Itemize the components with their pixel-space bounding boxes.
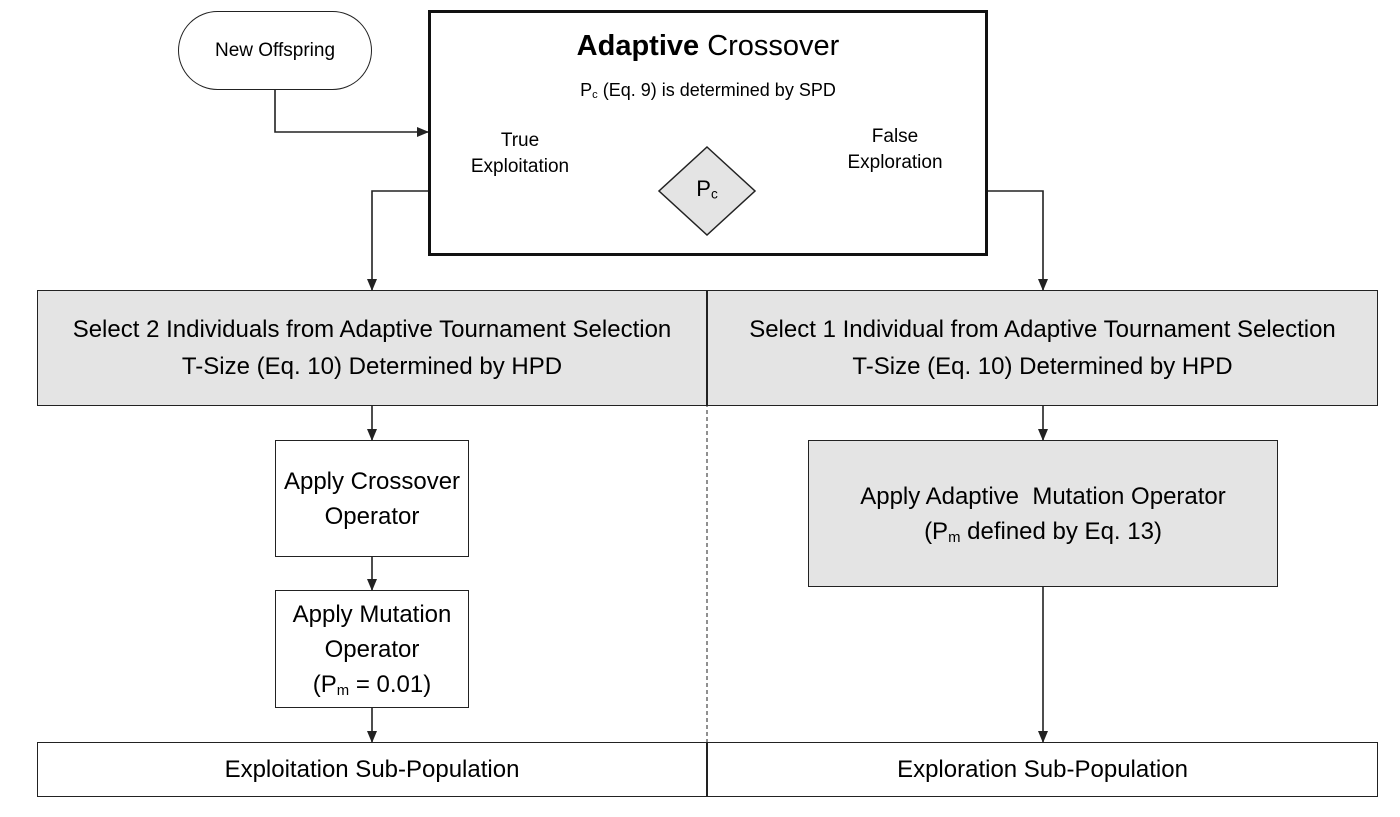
- arrow-start-to-crossover: [274, 90, 429, 137]
- new-offspring-label: New Offspring: [214, 39, 336, 61]
- true-branch-label: True Exploitation: [470, 130, 570, 177]
- apply-crossover-operator-box: Apply Crossover Operator: [275, 440, 469, 557]
- pc-decision-label: Pc: [696, 176, 718, 202]
- pc-decision-diamond: [657, 145, 757, 237]
- exploration-sub-population-box: Exploration Sub-Population: [707, 742, 1378, 797]
- new-offspring-terminal: New Offspring: [178, 11, 372, 90]
- false-branch-label: False Exploration: [847, 126, 943, 173]
- apply-mutation-operator-box: Apply Mutation Operator (Pm = 0.01): [275, 590, 469, 708]
- adaptive-crossover-title: Adaptive Crossover: [576, 30, 840, 62]
- adaptive-crossover-subtitle: Pc (Eq. 9) is determined by SPD: [580, 80, 836, 102]
- select-two-individuals-box: Select 2 Individuals from Adaptive Tourn…: [37, 290, 707, 406]
- exploitation-sub-population-box: Exploitation Sub-Population: [37, 742, 707, 797]
- apply-adaptive-mutation-box: Apply Adaptive Mutation Operator (Pm def…: [808, 440, 1278, 587]
- select-one-individual-box: Select 1 Individual from Adaptive Tourna…: [707, 290, 1378, 406]
